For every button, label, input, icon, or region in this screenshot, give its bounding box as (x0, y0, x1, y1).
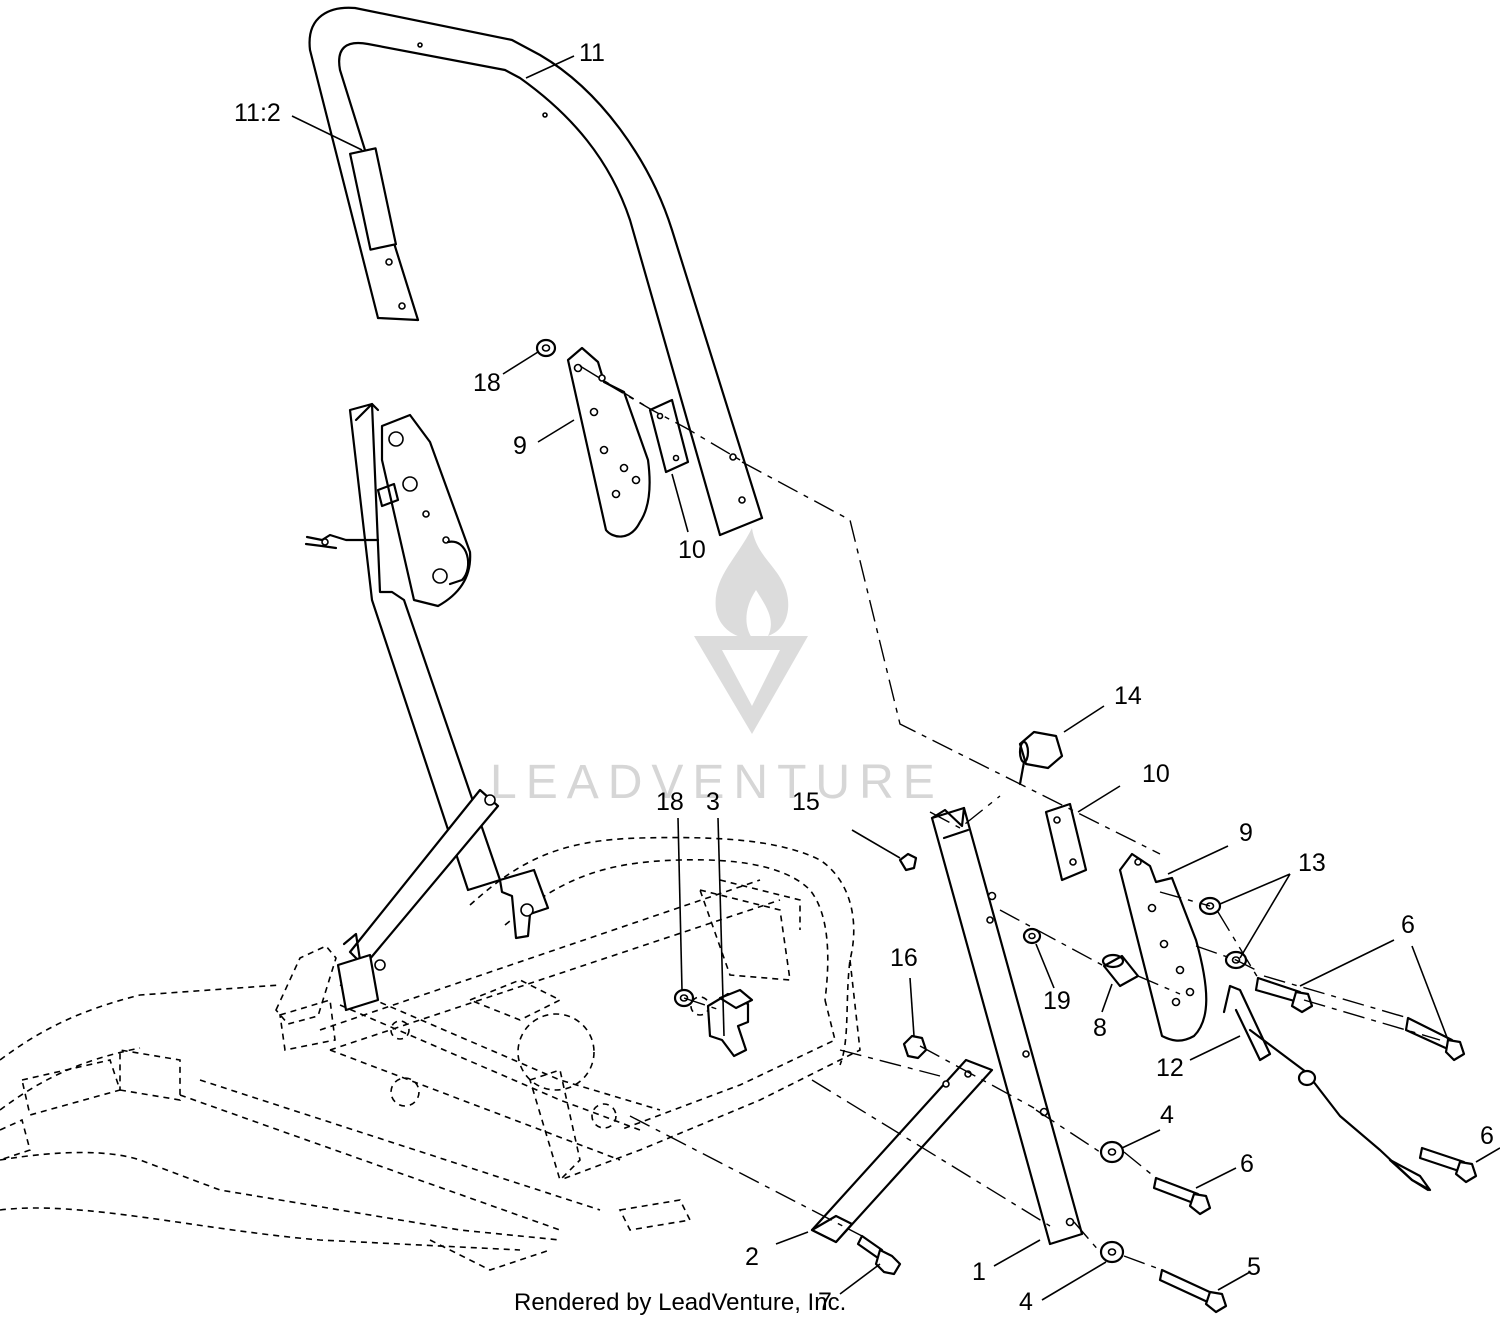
part-9-pivot-bracket-right (1118, 852, 1208, 1042)
part-13-washers (1198, 896, 1248, 970)
callout-11: 11 (579, 39, 605, 67)
callout-15: 15 (792, 788, 820, 816)
part-14-bumper (1018, 730, 1064, 786)
callout-19: 19 (1043, 987, 1071, 1015)
callout-7: 7 (818, 1288, 832, 1316)
callout-13: 13 (1298, 849, 1326, 877)
callout-11-2: 11:2 (234, 99, 281, 127)
part-10-spacer-right (1044, 802, 1088, 882)
part-18-nut-top (535, 338, 557, 358)
part-19-nut (1022, 927, 1042, 945)
part-11-upper-hoop (308, 6, 764, 537)
part-10-spacer-top (648, 398, 690, 474)
part-11-2-decal (348, 147, 398, 251)
part-15-nut (898, 852, 918, 872)
callout-10-top: 10 (678, 536, 706, 564)
callout-5: 5 (1247, 1253, 1261, 1281)
assembly-centerlines (579, 365, 1441, 1271)
callout-16: 16 (890, 944, 918, 972)
callouts: 11 11:2 18 9 10 14 10 18 3 15 9 13 16 19… (234, 39, 1494, 1316)
leader-lines (291, 55, 1500, 1301)
left-lower-brace (336, 788, 550, 1012)
part-8-spacer-sleeve (1101, 953, 1140, 988)
leadventure-watermark: LEADVENTURE (490, 528, 944, 809)
callout-6-b: 6 (1240, 1150, 1254, 1178)
callout-6-a: 6 (1401, 911, 1415, 939)
left-lower-post-assembly (304, 402, 502, 892)
part-6-bolts (1152, 976, 1478, 1216)
footer: Rendered by LeadVenture, Inc. 7 (514, 1288, 846, 1316)
callout-9-top: 9 (513, 432, 527, 460)
callout-9-right: 9 (1239, 819, 1253, 847)
watermark-text: LEADVENTURE (490, 756, 944, 809)
part-5-bolt (1158, 1268, 1228, 1314)
callout-2: 2 (745, 1243, 759, 1271)
callout-6-c: 6 (1480, 1122, 1494, 1150)
part-12-hairpin-lanyard (1222, 984, 1432, 1192)
footer-credit: Rendered by LeadVenture, Inc. (514, 1289, 846, 1316)
part-7-bolt (856, 1234, 902, 1276)
callout-3: 3 (706, 788, 720, 816)
callout-4-b: 4 (1019, 1288, 1033, 1316)
callout-18-top: 18 (473, 369, 501, 397)
callout-8: 8 (1093, 1014, 1107, 1042)
left-rear-mount (275, 945, 337, 1025)
chassis-frame (0, 836, 861, 1271)
v-logo-icon (694, 636, 808, 734)
callout-4-a: 4 (1160, 1101, 1174, 1129)
part-1-lower-post (930, 806, 1084, 1246)
callout-14: 14 (1114, 682, 1142, 710)
part-2-brace-tube (810, 1058, 994, 1244)
part-9-pivot-bracket-top (566, 346, 651, 538)
callout-18-mid: 18 (656, 788, 684, 816)
flame-logo-icon (715, 528, 789, 639)
part-4-washers (1099, 1140, 1125, 1264)
callout-1: 1 (972, 1258, 986, 1286)
callout-10-right: 10 (1142, 760, 1170, 788)
part-3-mount-bracket (706, 988, 754, 1058)
callout-12: 12 (1156, 1054, 1184, 1082)
